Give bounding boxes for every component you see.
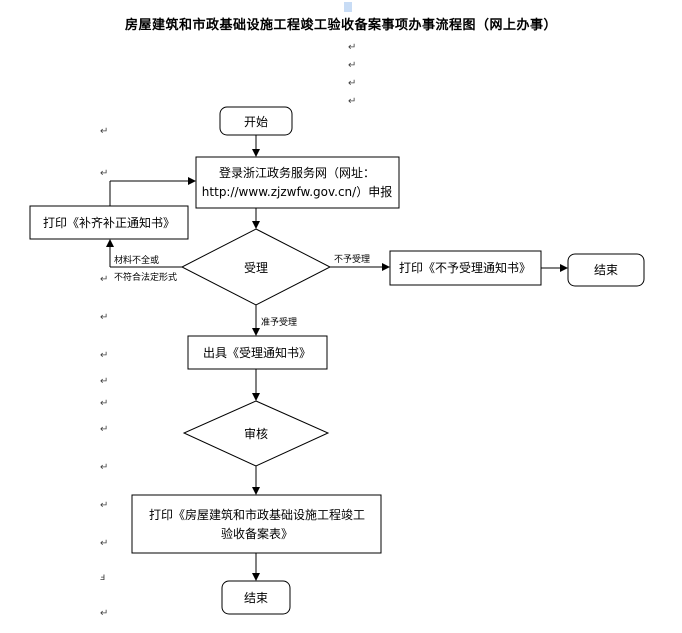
login-label-line1: 登录浙江政务服务网（网址： bbox=[219, 165, 375, 180]
para-mark-icon: ↵ bbox=[100, 500, 108, 511]
accept-decision-label: 受理 bbox=[244, 261, 268, 275]
print-reject-label: 打印《不予受理通知书》 bbox=[399, 261, 531, 275]
end-final-node bbox=[221, 580, 291, 615]
para-mark-icon: ↵ bbox=[100, 398, 108, 409]
start-label: 开始 bbox=[244, 115, 268, 129]
paragraph-marks: ↵ ↵ ↵ ↵ ↵ ↵ ↵ ↵ ↵ ↵ ↵ ↵ ↵ ↵ ↵ ⅎ ↵ bbox=[100, 42, 356, 619]
para-mark-icon: ⅎ bbox=[100, 572, 105, 583]
para-mark-icon: ↵ bbox=[100, 424, 108, 435]
end-reject-node bbox=[567, 253, 645, 287]
text-cursor-selection bbox=[344, 2, 352, 12]
para-mark-icon: ↵ bbox=[100, 608, 108, 619]
para-mark-icon: ↵ bbox=[100, 168, 108, 179]
para-mark-icon: ↵ bbox=[100, 350, 108, 361]
print-form-label-line2: 验收备案表》 bbox=[221, 526, 293, 541]
print-form-label-line1: 打印《房屋建筑和市政基础设施工程竣工 bbox=[149, 507, 365, 522]
login-label-line2: http://www.zjzwfw.gov.cn/）申报 bbox=[202, 184, 392, 199]
print-reject-node bbox=[389, 250, 542, 286]
edge-label-not-accepted: 不予受理 bbox=[334, 253, 370, 265]
para-mark-icon: ↵ bbox=[348, 78, 356, 89]
end-final-label: 结束 bbox=[244, 591, 268, 605]
end-reject-label: 结束 bbox=[594, 263, 618, 277]
login-node bbox=[195, 156, 400, 209]
print-form-node bbox=[131, 494, 382, 554]
issue-notice-node bbox=[187, 335, 328, 370]
print-supplement-node bbox=[29, 205, 189, 240]
para-mark-icon: ↵ bbox=[348, 96, 356, 107]
para-mark-icon: ↵ bbox=[100, 462, 108, 473]
print-supplement-label: 打印《补齐补正通知书》 bbox=[43, 215, 175, 230]
page-title: 房屋建筑和市政基础设施工程竣工验收备案事项办事流程图（网上办事） bbox=[124, 18, 557, 33]
edge-label-incomplete-line2: 不符合法定形式 bbox=[114, 271, 177, 283]
para-mark-icon: ↵ bbox=[100, 376, 108, 387]
review-label: 审核 bbox=[244, 426, 268, 441]
para-mark-icon: ↵ bbox=[348, 42, 356, 53]
para-mark-icon: ↵ bbox=[100, 538, 108, 549]
para-mark-icon: ↵ bbox=[100, 312, 108, 323]
para-mark-icon: ↵ bbox=[100, 274, 108, 285]
issue-notice-label: 出具《受理通知书》 bbox=[203, 346, 311, 360]
para-mark-icon: ↵ bbox=[348, 60, 356, 71]
edge-label-incomplete-line1: 材料不全或 bbox=[114, 254, 159, 266]
edge-label-accepted: 准予受理 bbox=[261, 316, 297, 328]
para-mark-icon: ↵ bbox=[100, 126, 108, 137]
